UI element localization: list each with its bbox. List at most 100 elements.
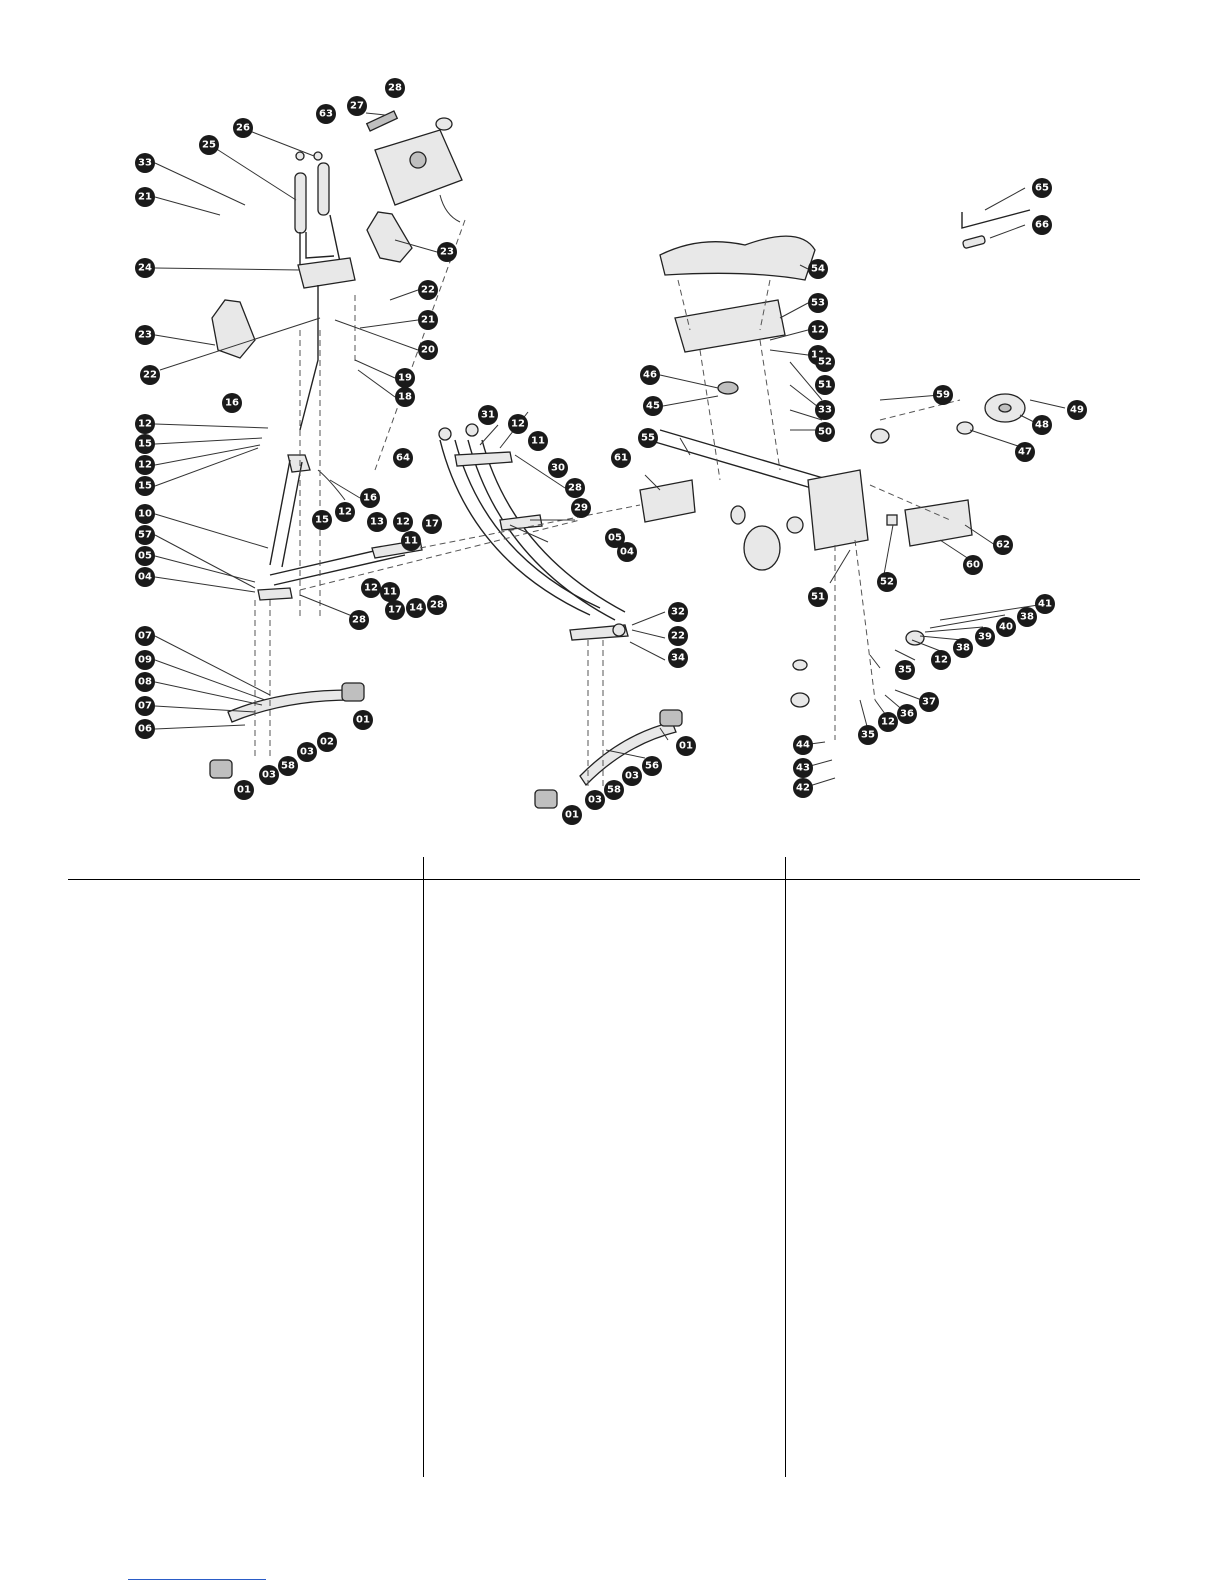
- svg-text:02: 02: [320, 737, 334, 748]
- svg-text:51: 51: [818, 380, 832, 391]
- svg-text:22: 22: [671, 631, 685, 642]
- svg-text:12: 12: [934, 655, 948, 666]
- svg-text:45: 45: [646, 401, 660, 412]
- callout-05-left: 05: [135, 546, 155, 566]
- svg-text:17: 17: [425, 519, 439, 530]
- callout-28-post: 28: [349, 610, 369, 630]
- svg-text:12: 12: [811, 325, 825, 336]
- svg-text:03: 03: [625, 771, 639, 782]
- wheel-bushing-2: [790, 692, 810, 708]
- svg-text:36: 36: [900, 709, 914, 720]
- callout-08: 08: [135, 672, 155, 692]
- armrest-pad-left: [211, 299, 256, 359]
- handlebar-tube-inner: [305, 232, 335, 259]
- assembly-lines-left: [299, 219, 466, 620]
- rail-top-bracket: [454, 451, 513, 467]
- svg-text:64: 64: [396, 453, 410, 464]
- svg-text:21: 21: [138, 192, 152, 203]
- end-cap-rear-right: [659, 709, 683, 727]
- callout-12-rail: 12: [508, 414, 528, 434]
- svg-text:22: 22: [421, 285, 435, 296]
- svg-text:04: 04: [620, 547, 634, 558]
- callout-18: 18: [395, 387, 415, 407]
- console-knob: [409, 151, 427, 169]
- svg-text:19: 19: [398, 373, 412, 384]
- svg-text:26: 26: [236, 123, 250, 134]
- console-dial: [435, 117, 453, 131]
- idler: [786, 516, 804, 534]
- callout-15-b: 15: [135, 476, 155, 496]
- svg-text:37: 37: [922, 697, 936, 708]
- main-frame-housing: [807, 469, 869, 551]
- svg-text:38: 38: [1020, 612, 1034, 623]
- callout-11-rail: 11: [528, 431, 548, 451]
- callout-35-b: 35: [858, 725, 878, 745]
- end-cap-front-right: [341, 682, 365, 702]
- side-cover-right: [904, 499, 973, 547]
- callout-28-rail: 28: [565, 478, 585, 498]
- callout-52-top: 52: [815, 352, 835, 372]
- callout-54: 54: [808, 259, 828, 279]
- svg-text:28: 28: [568, 483, 582, 494]
- svg-text:23: 23: [440, 247, 454, 258]
- callout-49: 49: [1067, 400, 1087, 420]
- callout-07-a: 07: [135, 626, 155, 646]
- callout-40: 40: [996, 617, 1016, 637]
- svg-text:24: 24: [138, 263, 152, 274]
- svg-text:27: 27: [350, 101, 364, 112]
- svg-text:49: 49: [1070, 405, 1084, 416]
- svg-text:14: 14: [409, 603, 423, 614]
- svg-text:05: 05: [138, 551, 152, 562]
- wheel-bushing: [905, 630, 925, 646]
- svg-text:28: 28: [352, 615, 366, 626]
- svg-text:03: 03: [262, 770, 276, 781]
- callout-47: 47: [1015, 442, 1035, 462]
- callout-33-right: 33: [815, 400, 835, 420]
- svg-text:50: 50: [818, 427, 832, 438]
- rail-cap-2: [465, 423, 479, 437]
- seat-bracket: [674, 299, 786, 353]
- callout-31: 31: [478, 405, 498, 425]
- svg-text:30: 30: [551, 463, 565, 474]
- svg-text:55: 55: [641, 433, 655, 444]
- front-post: [269, 459, 303, 568]
- svg-text:31: 31: [481, 410, 495, 421]
- svg-text:04: 04: [138, 572, 152, 583]
- callout-45: 45: [643, 396, 663, 416]
- callout-29: 29: [571, 498, 591, 518]
- handlebar-grip-right: [317, 162, 330, 216]
- assembly-lines-base: [254, 600, 604, 790]
- svg-text:07: 07: [138, 631, 152, 642]
- svg-text:12: 12: [511, 419, 525, 430]
- callout-01-front-right: 01: [353, 710, 373, 730]
- callout-42: 42: [793, 778, 813, 798]
- callout-38-b: 38: [953, 638, 973, 658]
- callout-06: 06: [135, 719, 155, 739]
- callout-17-top: 17: [422, 514, 442, 534]
- side-cover-left: [639, 479, 696, 523]
- callout-37: 37: [919, 692, 939, 712]
- svg-text:15: 15: [315, 515, 329, 526]
- svg-text:42: 42: [796, 783, 810, 794]
- svg-text:10: 10: [138, 509, 152, 520]
- callout-32: 32: [668, 602, 688, 622]
- axle-bushing-2: [730, 505, 746, 525]
- end-cap-front-left: [209, 759, 233, 779]
- callout-labels: 28 27 63 26 25 33 21 24 23 22 21 23 20 2…: [135, 78, 1087, 825]
- table-header-rule: [68, 879, 1140, 880]
- exploded-parts-diagram: 28 27 63 26 25 33 21 24 23 22 21 23 20 2…: [135, 78, 1087, 825]
- armrest-pad-right: [366, 211, 413, 263]
- svg-text:01: 01: [679, 741, 693, 752]
- console-wire: [439, 194, 461, 223]
- callout-41: 41: [1035, 594, 1055, 614]
- svg-text:62: 62: [996, 540, 1010, 551]
- parts-drawing: [154, 110, 1066, 809]
- callout-26: 26: [233, 118, 253, 138]
- svg-text:28: 28: [388, 83, 402, 94]
- svg-text:43: 43: [796, 763, 810, 774]
- svg-text:56: 56: [645, 761, 659, 772]
- svg-text:47: 47: [1018, 447, 1032, 458]
- console-cover: [365, 110, 399, 132]
- callout-48: 48: [1032, 415, 1052, 435]
- svg-text:63: 63: [319, 109, 333, 120]
